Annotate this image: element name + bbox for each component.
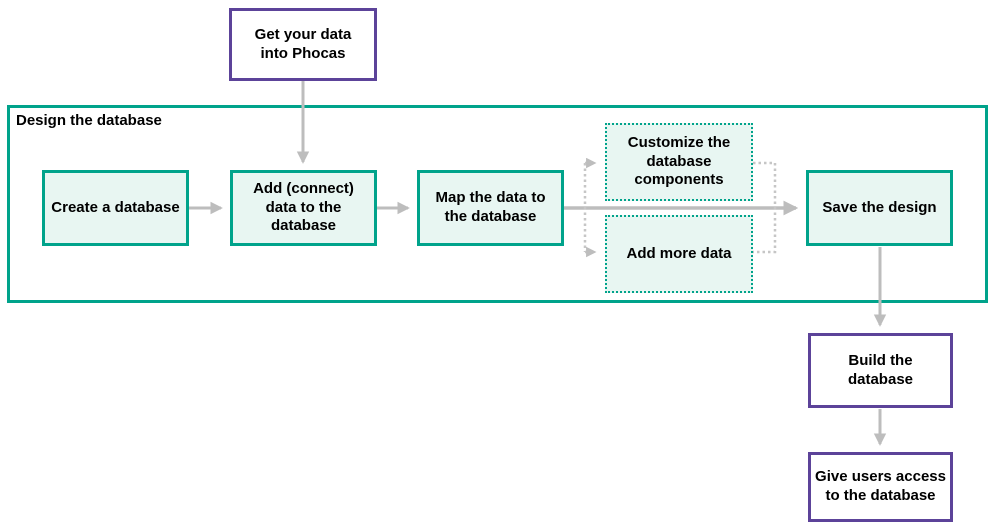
- design-database-group-frame: [7, 105, 988, 303]
- node-give-users-access-to-database: Give users access to the database: [808, 452, 953, 522]
- node-add-more-data: Add more data: [605, 215, 753, 293]
- node-map-the-data-to-database: Map the data to the database: [417, 170, 564, 246]
- node-customize-database-components: Customize the database components: [605, 123, 753, 201]
- node-create-a-database: Create a database: [42, 170, 189, 246]
- node-get-your-data-into-phocas: Get your data into Phocas: [229, 8, 377, 81]
- edge-optional-rejoin-right: [753, 161, 777, 254]
- node-add-connect-data-to-database: Add (connect) data to the database: [230, 170, 377, 246]
- node-save-the-design: Save the design: [806, 170, 953, 246]
- node-build-the-database: Build the database: [808, 333, 953, 408]
- design-database-group-title: Design the database: [16, 112, 162, 129]
